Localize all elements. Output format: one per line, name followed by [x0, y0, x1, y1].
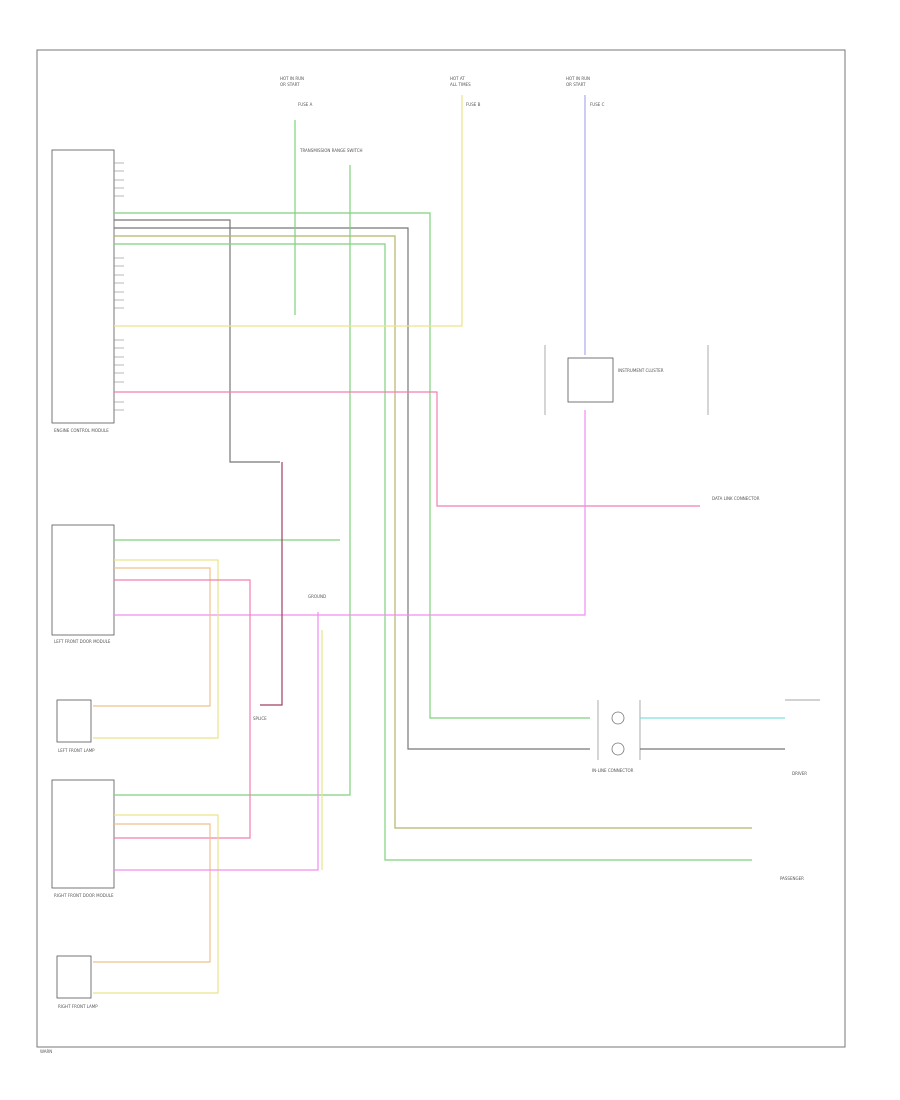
- right-lamp-label: RIGHT FRONT LAMP: [58, 1004, 98, 1009]
- wire-green-ecm-top: [114, 212, 590, 719]
- wire-maroon-splice: [260, 462, 283, 706]
- right-door-module-box: [51, 779, 115, 889]
- connector-right-label: IN-LINE CONNECTOR: [592, 768, 634, 773]
- wire-gray-2: [114, 227, 590, 750]
- splice-label: SPLICE: [253, 716, 267, 721]
- data-link-label: DATA LINK CONNECTOR: [712, 496, 760, 501]
- right-lamp-box: [56, 955, 92, 999]
- wire-green-trans: [114, 165, 351, 796]
- wire-orange-right-2: [93, 823, 211, 963]
- ecm-pin-ticks: [114, 162, 124, 411]
- gauge-1: [611, 711, 625, 725]
- wire-yellow-fuse-b: [114, 95, 463, 327]
- wire-yellow-right-1: [93, 814, 219, 994]
- wire-orange-left-2: [93, 567, 211, 707]
- passenger-label: PASSENGER: [780, 876, 804, 881]
- left-lamp-box: [56, 699, 92, 743]
- power-source-label-3b: OR START: [566, 82, 586, 87]
- wire-gray-ecm: [114, 219, 280, 463]
- wire-pink-ecm: [114, 391, 700, 507]
- power-source-label-1: HOT IN RUN: [280, 76, 304, 81]
- power-source-label-3: HOT IN RUN: [566, 76, 590, 81]
- left-lamp-label: LEFT FRONT LAMP: [58, 748, 95, 753]
- ecm-box: [51, 149, 115, 424]
- wire-green-2: [114, 243, 752, 861]
- gauge-2: [611, 742, 625, 756]
- wire-group: [93, 95, 785, 994]
- wire-yellow-left-1: [93, 559, 219, 739]
- right-door-module-label: RIGHT FRONT DOOR MODULE: [54, 893, 114, 898]
- wire-magenta-dlc: [114, 410, 586, 616]
- power-source-label-2: HOT AT: [450, 76, 465, 81]
- power-source-label-1b: OR START: [280, 82, 300, 87]
- wire-pink-left: [114, 579, 251, 839]
- fuse-label-a: FUSE A: [298, 102, 313, 107]
- fuse-label-b: FUSE B: [466, 102, 481, 107]
- diagram-border: [36, 49, 846, 1048]
- wire-magenta-right: [114, 612, 319, 871]
- ground-label: GROUND: [308, 594, 326, 599]
- footer-label: WARN: [40, 1049, 52, 1054]
- wire-olive: [114, 235, 752, 829]
- driver-label: DRIVER: [792, 771, 807, 776]
- cluster-module-box: [567, 357, 614, 403]
- left-door-module-box: [51, 524, 115, 636]
- ecm-label: ENGINE CONTROL MODULE: [54, 428, 109, 433]
- cluster-module-label: INSTRUMENT CLUSTER: [618, 368, 664, 373]
- fuse-label-c: FUSE C: [590, 102, 605, 107]
- left-door-module-label: LEFT FRONT DOOR MODULE: [54, 639, 111, 644]
- power-source-label-2b: ALL TIMES: [450, 82, 471, 87]
- transmission-label: TRANSMISSION RANGE SWITCH: [299, 148, 363, 153]
